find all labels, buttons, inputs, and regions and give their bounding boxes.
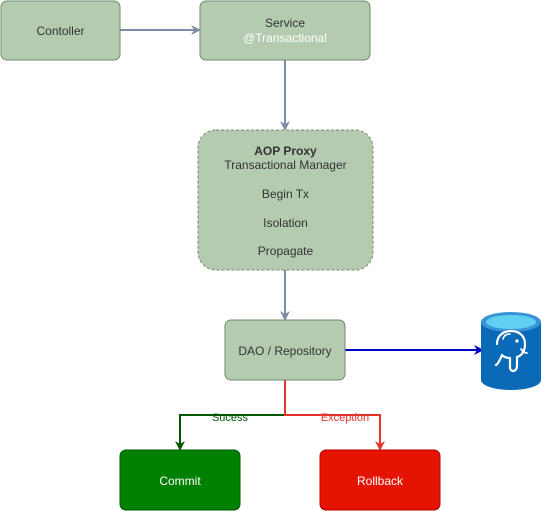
postgresql-elephant-icon: [494, 329, 528, 373]
controller-label: Contoller: [36, 24, 84, 38]
service-annotation: @Transactional: [243, 31, 327, 45]
commit-node[interactable]: Commit: [119, 449, 241, 511]
aop-proxy-item-begin-tx: Begin Tx: [262, 187, 309, 201]
dao-repository-label: DAO / Repository: [238, 344, 331, 358]
rollback-node[interactable]: Rollback: [319, 449, 441, 511]
edge-label-success: Sucess: [212, 412, 249, 424]
commit-label: Commit: [159, 474, 201, 488]
service-label: Service: [265, 16, 305, 30]
aop-proxy-node[interactable]: AOP Proxy Transactional Manager Begin Tx…: [197, 129, 374, 271]
aop-proxy-subtitle: Transactional Manager: [224, 158, 346, 172]
aop-proxy-title: AOP Proxy: [254, 144, 317, 158]
rollback-label: Rollback: [357, 474, 404, 488]
service-node[interactable]: Service @Transactional: [199, 0, 371, 61]
aop-proxy-item-isolation: Isolation: [263, 216, 308, 230]
controller-node[interactable]: Contoller: [0, 0, 121, 61]
edges: Sucess Exception: [120, 25, 484, 451]
dao-repository-node[interactable]: DAO / Repository: [224, 319, 346, 381]
edge-label-exception: Exception: [321, 412, 369, 424]
aop-proxy-item-propagate: Propagate: [258, 244, 314, 258]
edge-dao-to-rollback: [284, 380, 385, 451]
postgresql-database-icon[interactable]: [481, 312, 541, 390]
